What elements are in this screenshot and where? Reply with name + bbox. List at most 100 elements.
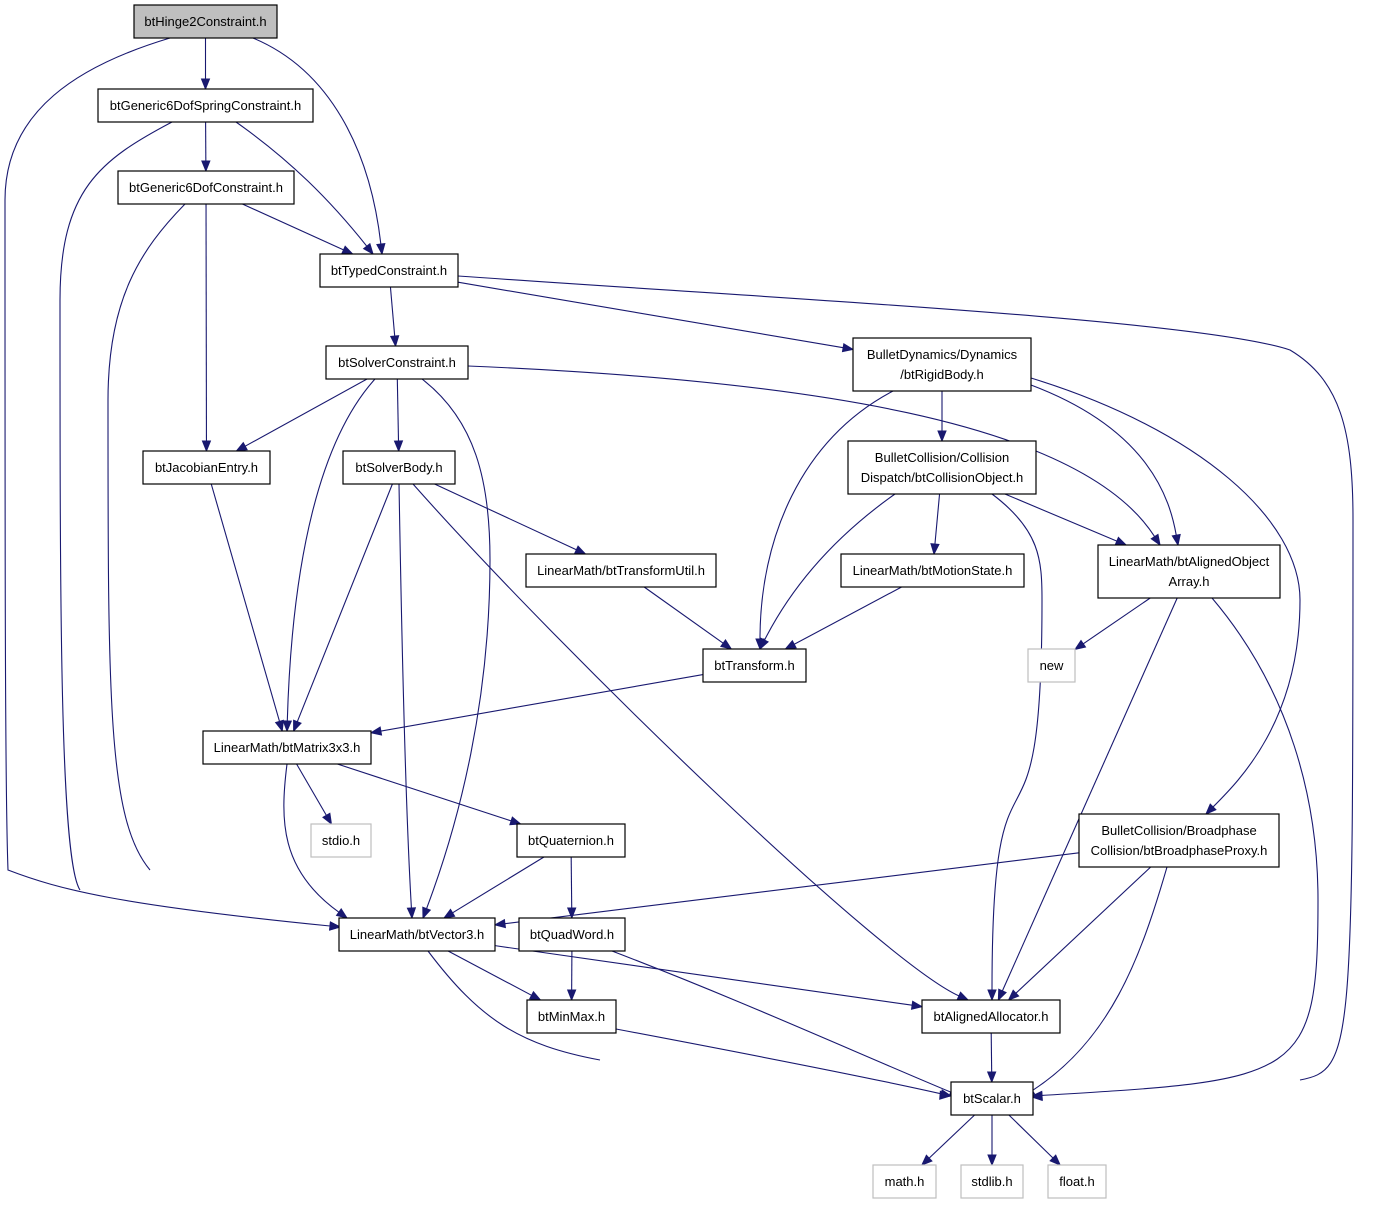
node-label: btSolverConstraint.h <box>338 355 456 370</box>
node-box <box>525 553 717 588</box>
edge-scalar-to-math <box>920 1114 975 1166</box>
node-bproxy[interactable]: BulletCollision/BroadphaseCollision/btBr… <box>1078 813 1280 868</box>
edge-g6-to-typed <box>242 203 354 255</box>
node-box <box>960 1164 1024 1199</box>
node-box <box>1078 813 1280 868</box>
node-vector[interactable]: LinearMath/btVector3.h <box>338 917 496 952</box>
edge-g6spring-to-typed <box>235 121 374 256</box>
arrow-head-icon <box>1150 533 1161 547</box>
node-box <box>852 337 1032 392</box>
node-box <box>847 440 1037 495</box>
arrow-head-icon <box>1030 1090 1043 1101</box>
edge-line <box>447 950 532 996</box>
edge-line <box>283 763 340 913</box>
edge-solverb-to-matrix <box>293 483 393 733</box>
node-hinge2[interactable]: btHinge2Constraint.h <box>133 4 278 39</box>
arrow-head-icon <box>573 545 587 555</box>
edge-scalar-to-stdlib <box>987 1115 997 1167</box>
node-g6spring[interactable]: btGeneric6DofSpringConstraint.h <box>97 88 314 123</box>
edge-line <box>1004 493 1118 542</box>
node-quat[interactable]: btQuaternion.h <box>516 823 626 858</box>
edge-line <box>1008 1114 1054 1159</box>
node-solverc[interactable]: btSolverConstraint.h <box>325 345 469 380</box>
node-label: LinearMath/btMatrix3x3.h <box>214 740 361 755</box>
node-box <box>840 553 1025 588</box>
edge-line <box>107 203 186 871</box>
node-label: new <box>1040 658 1064 673</box>
node-scalar[interactable]: btScalar.h <box>950 1081 1034 1116</box>
arrow-head-icon <box>987 1154 997 1167</box>
arrow-head-icon <box>393 440 404 453</box>
node-stdlib: stdlib.h <box>960 1164 1024 1199</box>
arrow-head-icon <box>509 816 522 826</box>
arrow-head-icon <box>1049 1154 1062 1166</box>
edge-line <box>1030 384 1177 536</box>
node-label: btMinMax.h <box>538 1009 605 1024</box>
node-box <box>202 730 372 765</box>
node-transform[interactable]: btTransform.h <box>702 648 807 683</box>
node-box <box>133 4 278 39</box>
edge-line <box>59 121 173 891</box>
node-typed[interactable]: btTypedConstraint.h <box>319 253 459 288</box>
edge-line <box>286 378 376 722</box>
node-tutil[interactable]: LinearMath/btTransformUtil.h <box>525 553 717 588</box>
arrow-head-icon <box>493 918 507 929</box>
edge-line <box>412 483 960 997</box>
arrow-head-icon <box>201 440 212 453</box>
edge-rigid-to-bproxy <box>1030 377 1301 815</box>
node-quadw[interactable]: btQuadWord.h <box>518 917 626 952</box>
arrow-head-icon <box>784 639 797 650</box>
edge-rigid-to-aoa <box>1030 384 1181 547</box>
node-label: btSolverBody.h <box>355 460 442 475</box>
arrow-head-icon <box>201 160 211 173</box>
node-minmax[interactable]: btMinMax.h <box>526 999 617 1034</box>
node-box <box>310 823 372 858</box>
edge-line <box>1015 866 1152 994</box>
edge-line <box>611 950 951 1093</box>
edge-typed-to-rigid <box>457 281 855 353</box>
edge-line <box>1032 866 1168 1092</box>
edge-aoa-to-alloc <box>997 597 1178 1002</box>
edge-g6-to-vector <box>107 203 352 928</box>
node-motion[interactable]: LinearMath/btMotionState.h <box>840 553 1025 588</box>
arrow-head-icon <box>937 430 947 443</box>
edge-line <box>427 950 601 1061</box>
edge-line <box>504 852 1080 925</box>
node-box <box>526 999 617 1034</box>
node-rigid[interactable]: BulletDynamics/Dynamics/btRigidBody.h <box>852 337 1032 392</box>
node-alloc[interactable]: btAlignedAllocator.h <box>921 999 1061 1034</box>
arrow-head-icon <box>720 639 733 650</box>
node-box <box>872 1164 937 1199</box>
edge-solverc-to-solverb <box>393 378 404 453</box>
edge-line <box>1082 597 1151 645</box>
arrow-head-icon <box>1073 639 1087 651</box>
edge-line <box>296 483 393 722</box>
nodes-layer: btHinge2Constraint.h btGeneric6DofSpringC… <box>97 4 1281 1199</box>
arrow-head-icon <box>406 907 417 920</box>
edge-typed-to-scalar <box>457 275 1354 1102</box>
edge-alloc-to-scalar <box>986 1032 997 1084</box>
node-solverb[interactable]: btSolverBody.h <box>342 450 456 485</box>
node-g6[interactable]: btGeneric6DofConstraint.h <box>117 170 295 205</box>
node-matrix[interactable]: LinearMath/btMatrix3x3.h <box>202 730 372 765</box>
node-jacob[interactable]: btJacobianEntry.h <box>142 450 271 485</box>
edge-line <box>570 856 573 909</box>
edge-line <box>389 286 396 337</box>
edge-collobj-to-alloc <box>987 493 1043 1002</box>
node-label: btGeneric6DofSpringConstraint.h <box>110 98 302 113</box>
node-collobj[interactable]: BulletCollision/CollisionDispatch/btColl… <box>847 440 1037 495</box>
arrow-head-icon <box>200 78 211 91</box>
edge-line <box>380 673 704 732</box>
arrow-head-icon <box>274 719 284 733</box>
edge-line <box>396 378 400 442</box>
arrow-head-icon <box>341 245 354 255</box>
arrow-head-icon <box>956 991 970 1001</box>
arrow-head-icon <box>841 342 855 353</box>
edge-g6-to-jacob <box>201 203 212 453</box>
edge-line <box>991 493 1043 991</box>
edge-solverc-to-jacob <box>235 378 368 452</box>
node-label: LinearMath/btMotionState.h <box>853 563 1013 578</box>
node-label: Array.h <box>1169 574 1210 589</box>
edge-rigid-to-transform <box>755 390 894 651</box>
